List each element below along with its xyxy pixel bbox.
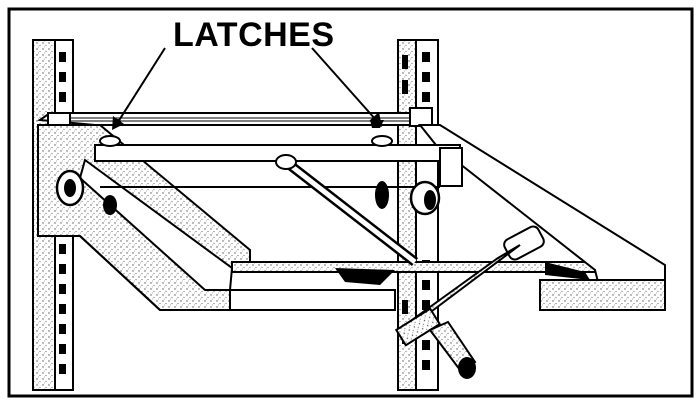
latches-callout-arrows <box>112 47 382 130</box>
support-rod <box>275 154 419 266</box>
crank-handle <box>335 225 590 379</box>
slide-rollers <box>55 135 441 216</box>
latches-label: LATCHES <box>173 16 335 54</box>
slide-frame <box>37 124 666 311</box>
